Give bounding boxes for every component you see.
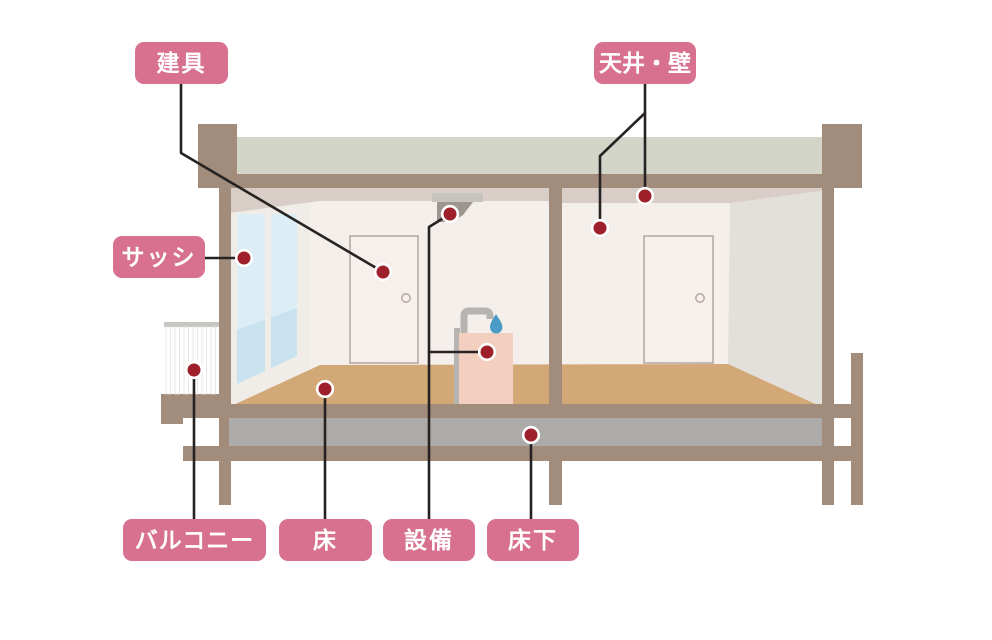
- right-parapet: [822, 124, 862, 176]
- water-drop-icon: [490, 314, 503, 334]
- balcony-bracket: [161, 418, 183, 424]
- callout-dot-tategu: [373, 262, 393, 282]
- callout-dot-tenjokabe-wall: [590, 218, 610, 238]
- right-door-knob: [694, 292, 705, 303]
- floor: [229, 364, 822, 407]
- callout-line-tategu: [179, 82, 385, 274]
- window-mullion: [265, 214, 271, 374]
- railing-bar: [174, 326, 180, 395]
- label-tenjokabe: 天井・壁: [594, 42, 696, 84]
- label-balcony: バルコニー: [123, 519, 266, 561]
- left-door-knob: [400, 292, 411, 303]
- floor-joist-band: [161, 404, 863, 418]
- label-yuka-text: 床: [313, 526, 338, 553]
- railing-bar: [183, 326, 189, 395]
- railing-bar: [201, 326, 207, 395]
- sink-leg-pipe: [454, 328, 460, 406]
- callout-dot-yukashita: [521, 425, 541, 445]
- callout-line-tenjokabe-wall: [598, 111, 647, 230]
- label-setsubi-text: 設備: [404, 526, 454, 553]
- label-yukashita-text: 床下: [508, 526, 558, 553]
- label-tategu-text: 建具: [156, 49, 207, 76]
- railing-bar: [165, 326, 171, 395]
- railing-bar: [210, 326, 216, 395]
- label-tenjokabe-text: 天井・壁: [599, 49, 691, 76]
- end-wall: [728, 191, 822, 407]
- left-parapet: [198, 124, 237, 176]
- ladder-outer-rail: [851, 353, 863, 505]
- callout-dot-setsubi-ceiling-fixture: [440, 204, 460, 224]
- label-sash-text: サッシ: [121, 243, 197, 270]
- right-wall-post: [822, 188, 834, 505]
- right-room-door: [643, 235, 714, 364]
- callout-dot-setsubi-sink: [477, 342, 497, 362]
- ceiling-fixture-plate: [432, 193, 483, 202]
- label-yuka: 床: [279, 519, 372, 561]
- label-balcony-text: バルコニー: [134, 526, 255, 553]
- label-tategu: 建具: [135, 42, 228, 84]
- callout-dot-tenjokabe-ceiling: [635, 186, 655, 206]
- roof-slab: [237, 137, 822, 174]
- ceiling-band-right-room: [562, 188, 822, 203]
- callout-dot-yuka: [315, 379, 335, 399]
- balcony-slab: [161, 394, 231, 418]
- foundation-bottom-band: [183, 446, 863, 461]
- label-yukashita: 床下: [487, 519, 579, 561]
- label-setsubi: 設備: [383, 519, 475, 561]
- railing-top-rail: [164, 322, 219, 327]
- callout-dot-balcony: [184, 360, 204, 380]
- left-wall-post: [219, 188, 231, 505]
- left-room-door: [349, 235, 419, 364]
- label-sash: サッシ: [113, 236, 205, 278]
- callout-dot-sash: [234, 248, 254, 268]
- balcony-railing: [164, 322, 219, 395]
- faucet: [460, 307, 494, 336]
- roof-beam: [198, 174, 862, 188]
